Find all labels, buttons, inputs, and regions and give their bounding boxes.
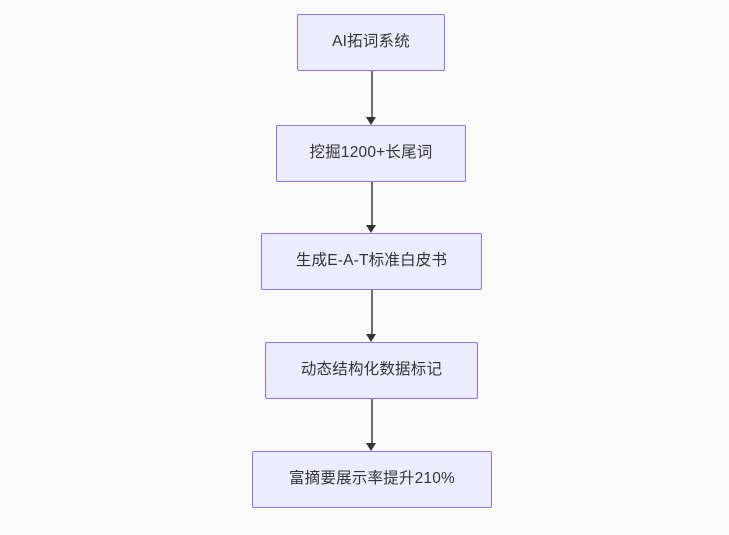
edge-line [371,71,373,118]
edge-n1-n2 [366,71,377,125]
arrowhead-icon [366,442,377,451]
flow-node-longtail-keywords[interactable]: 挖掘1200+长尾词 [276,125,466,182]
edge-n4-n5 [366,399,377,451]
flow-node-label: 挖掘1200+长尾词 [309,144,433,162]
flow-node-label: AI拓词系统 [332,33,410,51]
flow-node-label: 生成E-A-T标准白皮书 [295,252,448,270]
flow-node-label: 动态结构化数据标记 [300,361,443,379]
edge-n2-n3 [366,182,377,233]
edge-line [371,290,373,335]
edge-line [371,182,373,226]
flow-node-label: 富摘要展示率提升210% [288,470,456,488]
flow-node-rich-snippet-uplift[interactable]: 富摘要展示率提升210% [252,451,492,508]
arrowhead-icon [366,333,377,342]
flow-node-ai-keyword-system[interactable]: AI拓词系统 [297,14,445,71]
arrowhead-icon [366,224,377,233]
flow-node-eat-whitepaper[interactable]: 生成E-A-T标准白皮书 [261,233,482,290]
arrowhead-icon [366,116,377,125]
edge-n3-n4 [366,290,377,342]
flow-node-structured-data-markup[interactable]: 动态结构化数据标记 [265,342,478,399]
edge-line [371,399,373,444]
